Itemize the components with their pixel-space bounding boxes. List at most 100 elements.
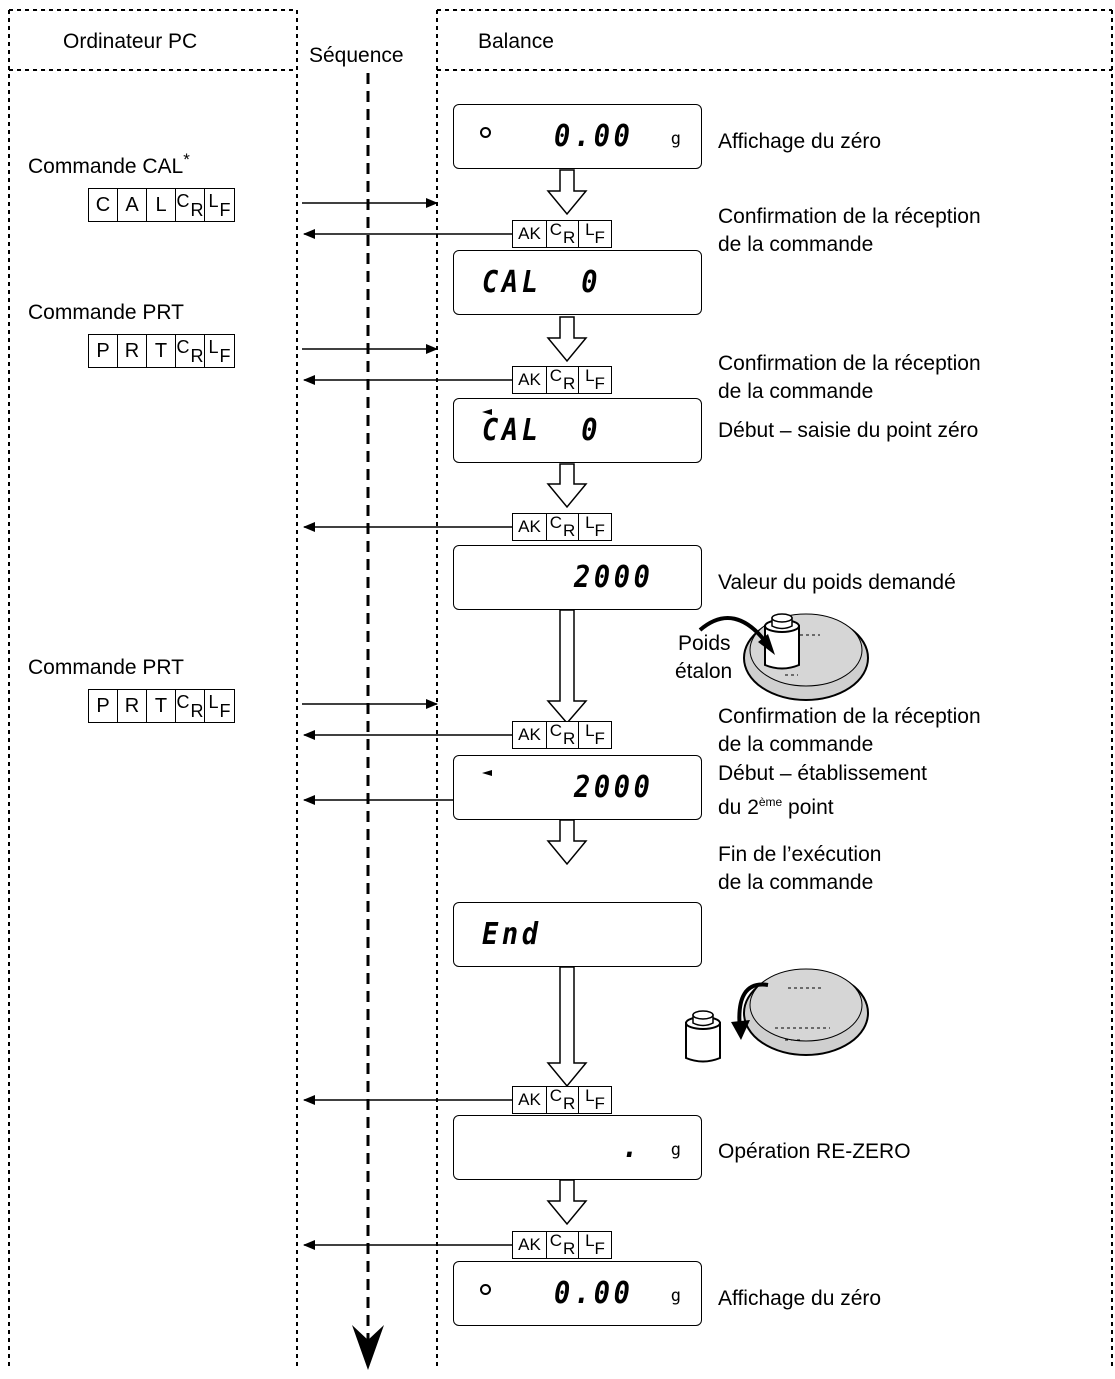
ack-ak: AK bbox=[513, 1087, 547, 1113]
cmd-char: T bbox=[147, 690, 176, 722]
flow-arrow-4 bbox=[546, 609, 588, 725]
message-arrows bbox=[302, 198, 512, 1250]
desc-weight-value: Valeur du poids demandé bbox=[718, 571, 956, 594]
ack-ak: AK bbox=[513, 367, 547, 393]
command-cal-label: Commande CAL* bbox=[28, 150, 190, 178]
desc-end-b: de la commande bbox=[718, 871, 874, 894]
header-balance: Balance bbox=[478, 30, 554, 53]
desc-end-a: Fin de l’exécution bbox=[718, 843, 882, 866]
display-value: End bbox=[482, 917, 542, 952]
cmd-char: A bbox=[118, 189, 147, 221]
cmd-char: L bbox=[147, 189, 176, 221]
header-sequence: Séquence bbox=[307, 44, 406, 68]
process-indicator bbox=[482, 770, 492, 776]
ack-ak: AK bbox=[513, 722, 547, 748]
display-value: . bbox=[622, 1130, 642, 1165]
display-value: 0.00 bbox=[554, 119, 634, 154]
desc-confirm-2b: de la commande bbox=[718, 380, 874, 403]
desc-zero-display-2: Affichage du zéro bbox=[718, 1287, 882, 1310]
desc-confirm-2a: Confirmation de la réception bbox=[718, 352, 981, 375]
desc-confirm-3b: de la commande bbox=[718, 733, 874, 756]
desc-confirm-1b: de la commande bbox=[718, 233, 874, 256]
display-value: 0.00 bbox=[554, 1276, 634, 1311]
display-value: CAL 0 bbox=[482, 265, 602, 300]
display-value: CAL 0 bbox=[482, 413, 602, 448]
display-rezero: . g bbox=[453, 1115, 702, 1180]
display-value: 2000 bbox=[574, 770, 654, 805]
flow-arrow-8 bbox=[546, 1179, 588, 1226]
pan-remove-weight-illustration bbox=[685, 968, 869, 1063]
display-unit: g bbox=[670, 1286, 681, 1306]
desc-confirm-1a: Confirmation de la réception bbox=[718, 205, 981, 228]
flow-arrow-5 bbox=[546, 819, 588, 866]
flow-arrows bbox=[546, 169, 588, 1226]
display-zero-2: 0.00 g bbox=[453, 1261, 702, 1326]
display-cal-0: CAL 0 bbox=[453, 250, 702, 315]
desc-start-2a: Début – établissement bbox=[718, 762, 927, 785]
cmd-char: R bbox=[118, 335, 147, 367]
cmd-char: P bbox=[89, 335, 118, 367]
desc-start-zero: Début – saisie du point zéro bbox=[718, 419, 979, 442]
process-indicator bbox=[482, 409, 492, 415]
flow-arrow-2 bbox=[546, 316, 588, 363]
asterisk: * bbox=[183, 150, 190, 169]
display-end: End bbox=[453, 902, 702, 967]
flow-arrow-7 bbox=[546, 966, 588, 1088]
stable-indicator bbox=[480, 1284, 491, 1295]
display-unit: g bbox=[670, 1140, 681, 1160]
sequence-axis bbox=[352, 73, 384, 1370]
ack-ak: AK bbox=[513, 514, 547, 540]
column-frames bbox=[8, 9, 1113, 1370]
display-cal-0-active: CAL 0 bbox=[453, 398, 702, 463]
display-value: 2000 bbox=[574, 560, 654, 595]
display-2000: 2000 bbox=[453, 545, 702, 610]
stable-indicator bbox=[480, 127, 491, 138]
desc-weight-a: Poids bbox=[678, 632, 731, 655]
command-prt-label-2: Commande PRT bbox=[28, 656, 185, 679]
desc-weight-b: étalon bbox=[675, 660, 733, 683]
cmd-char: R bbox=[118, 690, 147, 722]
cmd-char: P bbox=[89, 690, 118, 722]
pan-place-weight-illustration bbox=[698, 613, 869, 701]
cmd-char: T bbox=[147, 335, 176, 367]
header-pc: Ordinateur PC bbox=[63, 30, 198, 53]
flow-arrow-1 bbox=[546, 169, 588, 216]
display-unit: g bbox=[670, 129, 681, 149]
ack-ak: AK bbox=[513, 221, 547, 247]
ack-ak: AK bbox=[513, 1232, 547, 1258]
display-2000-active: 2000 bbox=[453, 755, 702, 820]
desc-start-2b: du 2ème point bbox=[718, 795, 834, 819]
cmd-char: C bbox=[89, 189, 118, 221]
desc-rezero: Opération RE-ZERO bbox=[718, 1140, 911, 1163]
display-zero-1: 0.00 g bbox=[453, 104, 702, 169]
flow-arrow-3 bbox=[546, 463, 588, 509]
command-prt-label-1: Commande PRT bbox=[28, 301, 185, 324]
desc-zero-display-1: Affichage du zéro bbox=[718, 130, 882, 153]
desc-confirm-3a: Confirmation de la réception bbox=[718, 705, 981, 728]
